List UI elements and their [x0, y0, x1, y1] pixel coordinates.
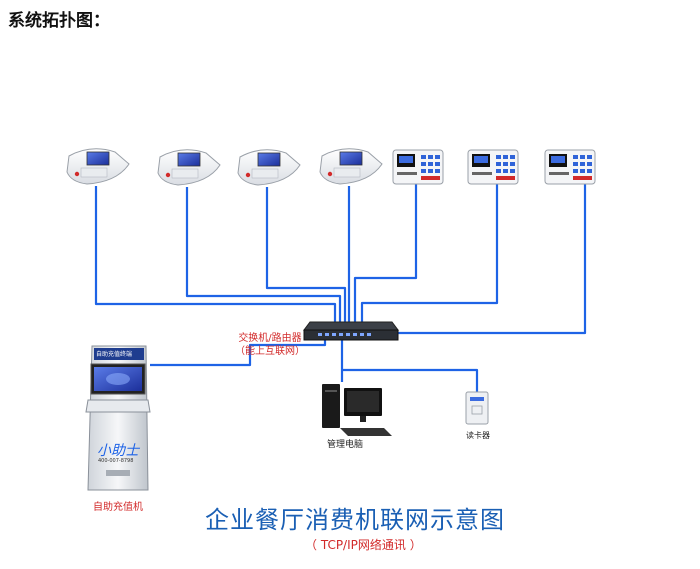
kiosk-phone: 400-007-8798: [98, 458, 134, 464]
cable-terminal-2: [185, 187, 342, 322]
consumption-terminal-3: [237, 149, 301, 186]
cable-terminal-6: [360, 183, 499, 322]
consumption-terminal-2: [157, 149, 221, 186]
management-pc: [322, 384, 392, 436]
recharge-kiosk: [85, 345, 151, 491]
cable-terminal-1: [94, 186, 337, 322]
switch-label: 交换机/路由器 （能上互联网）: [235, 332, 305, 358]
diagram-title: 企业餐厅消费机联网示意图: [205, 506, 505, 534]
cable-terminal-5: [353, 183, 418, 322]
consumption-terminal-4: [319, 148, 383, 185]
kiosk-screen-title: 自助充值终端: [96, 351, 133, 358]
cable-reader: [342, 368, 479, 392]
switch-label-line1: 交换机/路由器: [238, 333, 302, 344]
network-switch: [303, 321, 399, 341]
kiosk-label: 自助充值机: [93, 502, 143, 513]
reader-label: 读卡器: [466, 431, 490, 440]
cable-terminal-7: [385, 183, 587, 335]
kiosk-brand: 小助士: [97, 443, 139, 459]
consumption-terminal-5: [392, 149, 444, 185]
network-cables: [94, 183, 587, 392]
consumption-terminal-6: [467, 149, 519, 185]
consumption-terminal-1: [66, 148, 130, 185]
cable-terminal-3: [265, 187, 347, 322]
card-reader: [465, 391, 489, 425]
switch-label-line2: （能上互联网）: [235, 346, 305, 357]
consumption-terminal-7: [544, 149, 596, 185]
cable-kiosk: [150, 338, 327, 367]
diagram-subtitle: （ TCP/IP网络通讯 ）: [305, 538, 422, 552]
pc-label: 管理电脑: [327, 440, 364, 450]
page-heading: 系统拓扑图：: [8, 11, 110, 31]
